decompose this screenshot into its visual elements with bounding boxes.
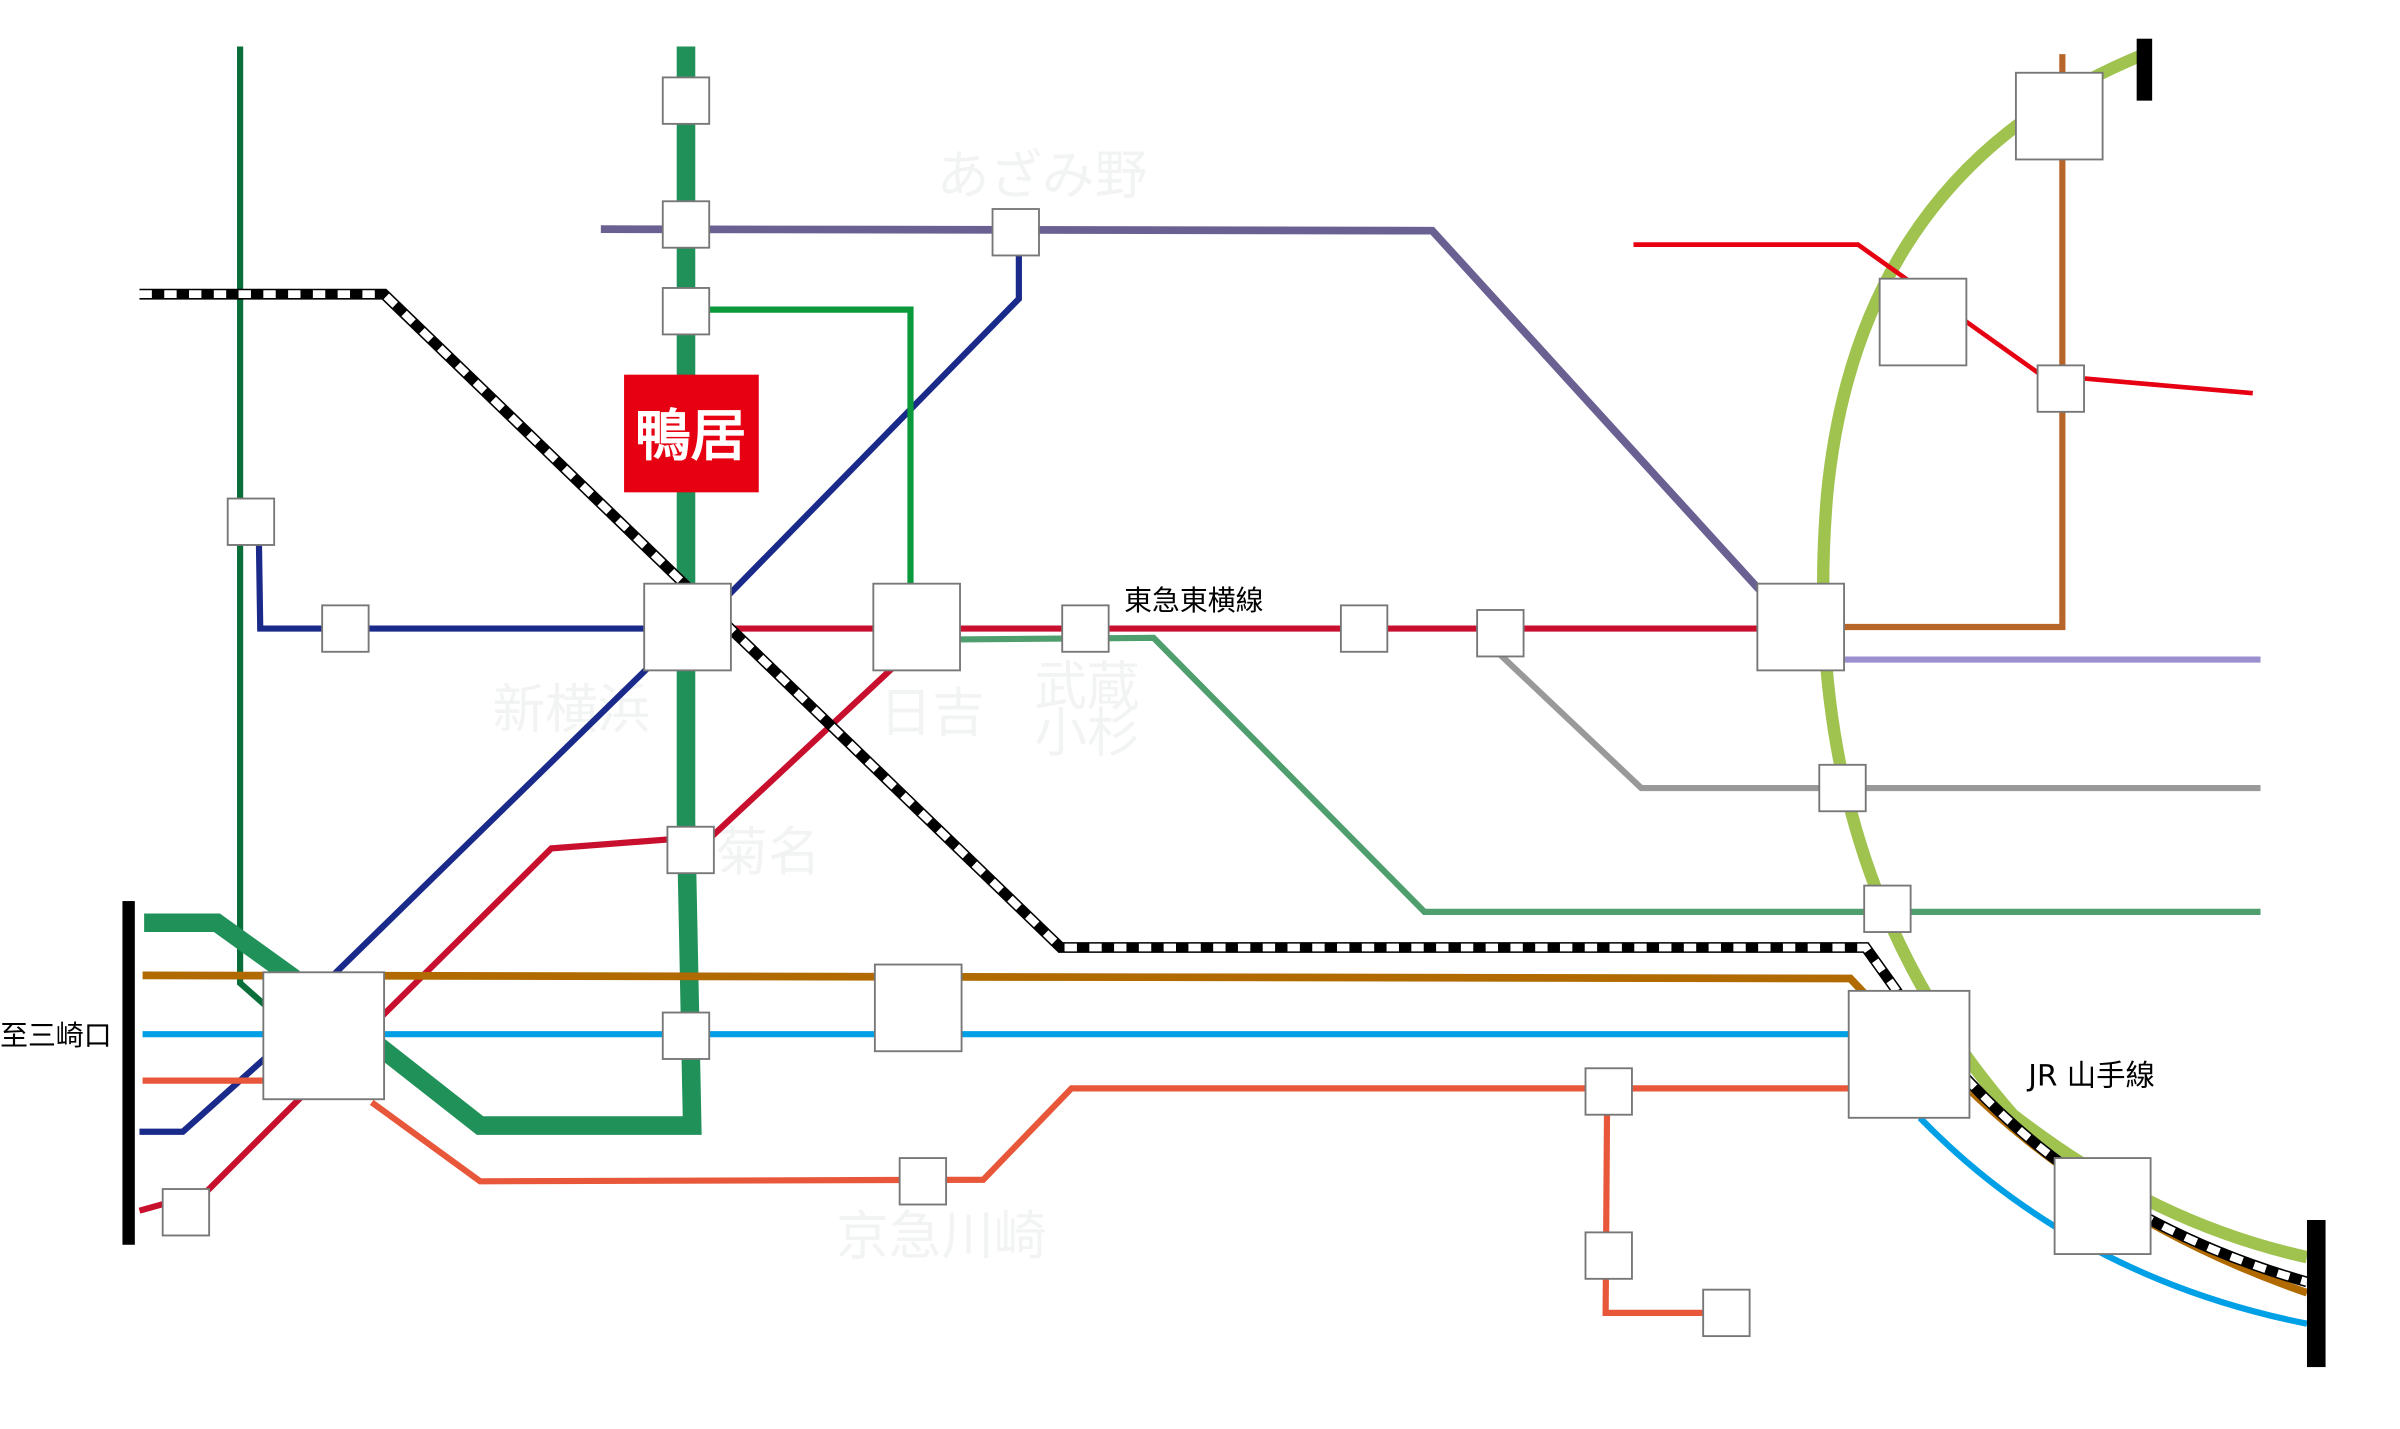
station[interactable] xyxy=(1061,604,1110,653)
line-gold xyxy=(142,971,1880,1009)
station[interactable] xyxy=(1818,763,1867,813)
station[interactable] xyxy=(262,971,386,1101)
line-teal xyxy=(956,634,2261,915)
line-brown xyxy=(1842,54,2066,631)
line-navy-2 xyxy=(255,526,651,632)
label-musashi: 武蔵 xyxy=(1034,656,1139,717)
terminal-bar-west xyxy=(122,901,135,1245)
line-navy-4 xyxy=(139,1050,274,1135)
station[interactable] xyxy=(2014,71,2104,161)
label-toyoko-line: 東急東横線 xyxy=(1124,584,1263,617)
station[interactable] xyxy=(898,1157,948,1206)
highlight-station-label: 鴨居 xyxy=(635,404,746,469)
line-navy-1 xyxy=(717,232,1022,606)
station[interactable] xyxy=(1863,884,1912,933)
line-green xyxy=(704,306,914,589)
station[interactable] xyxy=(2053,1157,2152,1255)
station[interactable] xyxy=(661,76,711,125)
station[interactable] xyxy=(661,287,711,336)
line-navy-3 xyxy=(330,648,669,978)
line-thin-green xyxy=(237,46,269,1009)
station[interactable] xyxy=(643,582,732,672)
terminal-bar-ne xyxy=(2136,38,2153,101)
station[interactable] xyxy=(1702,1288,1751,1338)
station[interactable] xyxy=(2036,364,2085,413)
station[interactable] xyxy=(661,1011,711,1060)
line-gray xyxy=(1496,651,2261,792)
line-purple xyxy=(600,225,1768,599)
line-red-sw xyxy=(377,663,898,1021)
label-yamanote-line: JR 山手線 xyxy=(2026,1058,2155,1092)
station[interactable] xyxy=(1878,277,1968,367)
line-orange-2 xyxy=(369,1085,1858,1185)
label-to-misakiguchi: 至三崎口 xyxy=(0,1019,111,1052)
station[interactable] xyxy=(991,208,1040,257)
label-kikuna: 菊名 xyxy=(715,822,820,883)
station[interactable] xyxy=(1339,604,1389,653)
station[interactable] xyxy=(1584,1231,1633,1280)
station[interactable] xyxy=(1756,582,1845,672)
terminal-bar-se xyxy=(2306,1219,2326,1368)
station[interactable] xyxy=(161,1188,211,1237)
label-azamino: あざみ野 xyxy=(937,146,1147,207)
stations xyxy=(161,71,2152,1338)
station[interactable] xyxy=(661,200,711,249)
station[interactable] xyxy=(1476,609,1525,658)
station[interactable] xyxy=(226,497,276,546)
station[interactable] xyxy=(873,963,963,1053)
station[interactable] xyxy=(872,582,961,672)
station[interactable] xyxy=(1584,1067,1633,1116)
line-orange-3 xyxy=(1602,1088,1707,1316)
label-hiyoshi: 日吉 xyxy=(880,683,985,744)
line-yokohama xyxy=(144,913,300,987)
highlight-station-kamoi[interactable]: 鴨居 xyxy=(624,374,759,493)
station[interactable] xyxy=(1847,989,1971,1119)
station[interactable] xyxy=(666,825,715,875)
label-kosugi: 小杉 xyxy=(1034,703,1139,764)
station[interactable] xyxy=(321,604,370,653)
label-keikyu-kawasaki: 京急川崎 xyxy=(836,1206,1046,1267)
line-yokohama-main xyxy=(373,46,702,1135)
